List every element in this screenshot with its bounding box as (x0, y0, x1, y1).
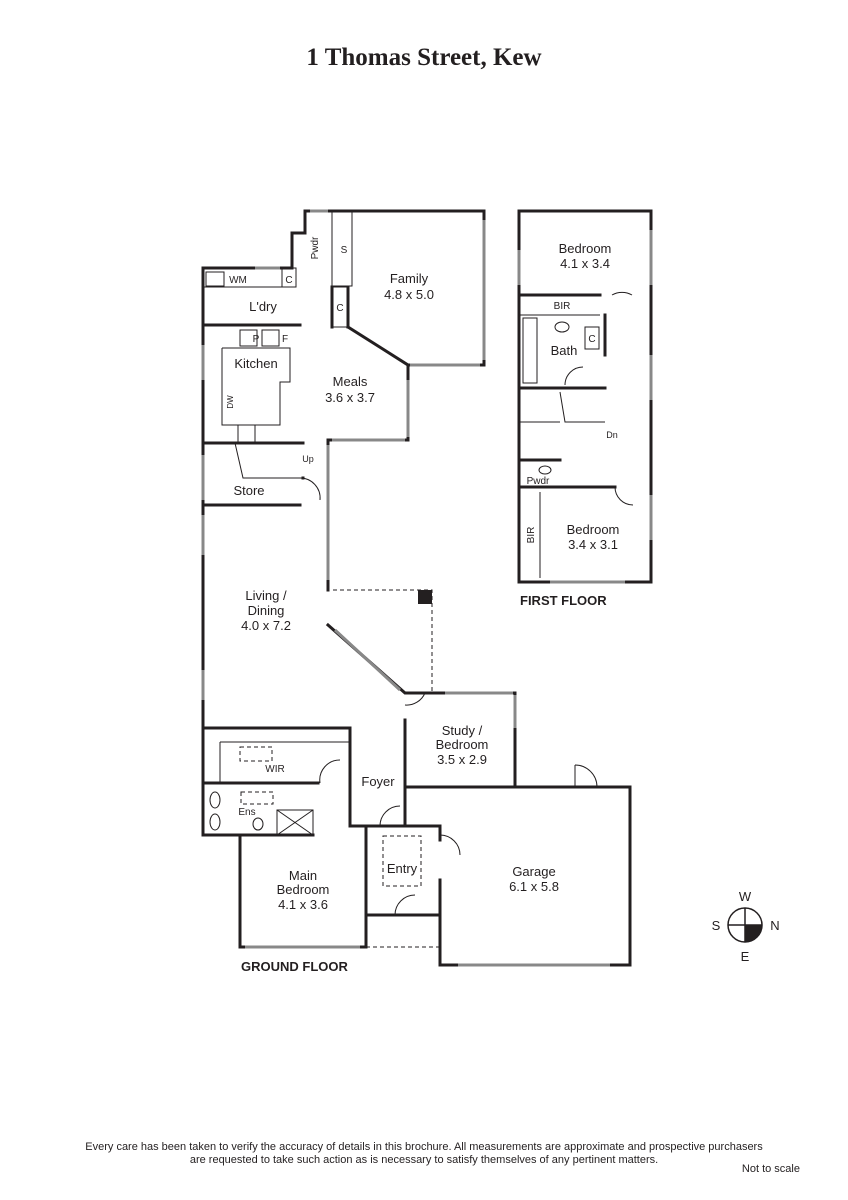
compass-s: S (712, 918, 721, 933)
room-entry-name: Entry (387, 861, 418, 876)
room-bir1-name: BIR (554, 301, 571, 312)
first-floor-label: FIRST FLOOR (520, 593, 607, 608)
room-living-name2: Dining (248, 603, 285, 618)
stair-up-label: Up (302, 454, 314, 464)
room-living-size: 4.0 x 7.2 (241, 618, 291, 633)
ground-floor-walls (201, 209, 632, 967)
room-ensuite-name: Ens (238, 807, 255, 818)
fixture-cupboard: C (588, 334, 595, 345)
room-laundry-name: L'dry (249, 299, 277, 314)
room-garage-size: 6.1 x 5.8 (509, 879, 559, 894)
fixture-pantry: P (253, 334, 260, 345)
ground-floor-label: GROUND FLOOR (241, 959, 348, 974)
room-family-size: 4.8 x 5.0 (384, 287, 434, 302)
room-bedroom2-size: 3.4 x 3.1 (568, 537, 618, 552)
room-family-name: Family (390, 271, 429, 286)
room-study-size: 3.5 x 2.9 (437, 752, 487, 767)
disclaimer: Every care has been taken to verify the … (0, 1141, 848, 1167)
room-powder-name: Pwdr (310, 236, 321, 259)
room-foyer-name: Foyer (361, 774, 395, 789)
disclaimer-line1: Every care has been taken to verify the … (85, 1141, 763, 1153)
compass-icon: W S N E (712, 889, 780, 964)
room-bir2-name: BIR (526, 527, 537, 544)
room-bedroom1-name: Bedroom (559, 241, 612, 256)
room-living-name1: Living / (245, 588, 287, 603)
room-main-bedroom-size: 4.1 x 3.6 (278, 897, 328, 912)
fixture-dishwasher: DW (226, 395, 235, 409)
fixture-shelves: S (341, 245, 348, 256)
fixture-wm: WM (229, 275, 247, 286)
fixture-fridge: F (282, 334, 288, 345)
room-bath-name: Bath (551, 343, 578, 358)
fixture-cupboard: C (336, 303, 343, 314)
fixture-cupboard: C (285, 275, 292, 286)
room-meals-size: 3.6 x 3.7 (325, 390, 375, 405)
compass-w: W (739, 889, 752, 904)
first-floor-walls (517, 209, 653, 584)
property-title: 1 Thomas Street, Kew (306, 44, 542, 71)
room-wir-name: WIR (265, 764, 284, 775)
room-main-bedroom-name1: Main (289, 868, 317, 883)
room-powder-name: Pwdr (527, 476, 550, 487)
compass-e: E (741, 949, 750, 964)
room-study-name2: Bedroom (436, 737, 489, 752)
stair-down-label: Dn (606, 430, 618, 440)
room-meals-name: Meals (333, 374, 368, 389)
room-main-bedroom-name2: Bedroom (277, 882, 330, 897)
disclaimer-line2: are requested to take such action as is … (189, 1154, 659, 1166)
room-kitchen-name: Kitchen (234, 356, 277, 371)
compass-n: N (770, 918, 779, 933)
room-store-name: Store (233, 483, 264, 498)
not-to-scale: Not to scale (741, 1163, 800, 1175)
room-study-name1: Study / (442, 723, 483, 738)
room-garage-name: Garage (512, 864, 555, 879)
room-bedroom1-size: 4.1 x 3.4 (560, 256, 610, 271)
room-bedroom2-name: Bedroom (567, 522, 620, 537)
